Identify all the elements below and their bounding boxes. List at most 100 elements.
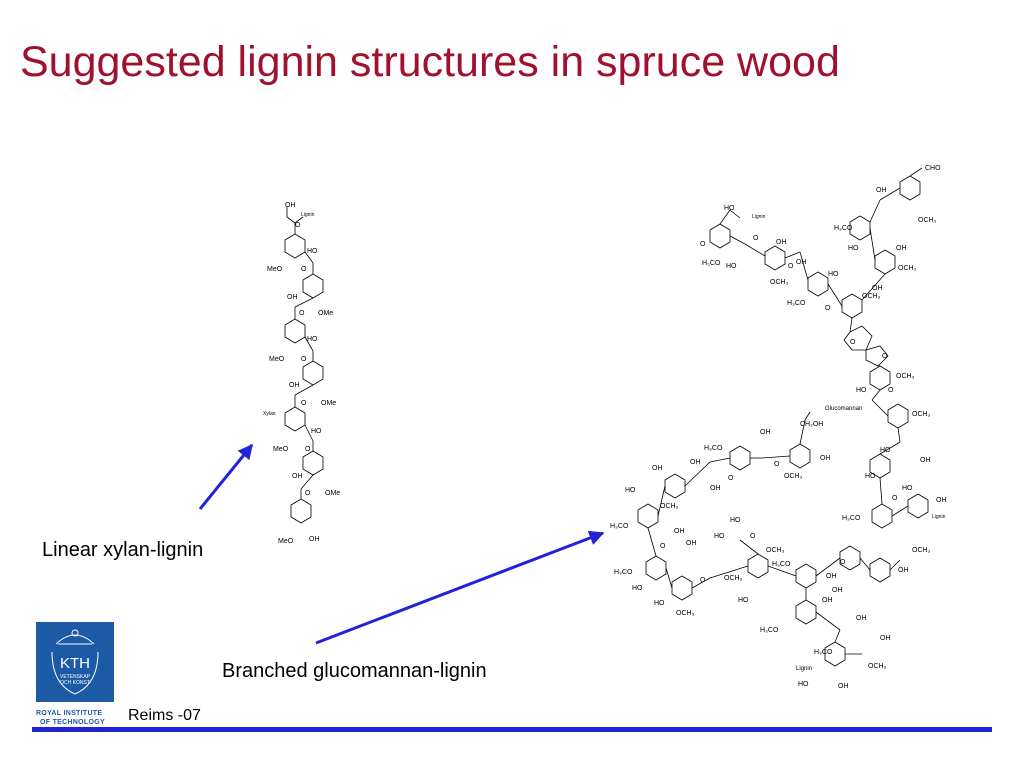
svg-text:HO: HO (311, 428, 322, 435)
svg-text:HO: HO (848, 245, 859, 252)
svg-text:HO: HO (798, 681, 809, 688)
svg-text:Glucomannan: Glucomannan (825, 406, 862, 412)
svg-text:OH: OH (674, 528, 685, 535)
svg-text:OH: OH (898, 567, 909, 574)
svg-text:OH: OH (309, 536, 320, 543)
svg-text:O: O (301, 400, 307, 407)
svg-text:O: O (301, 356, 307, 363)
svg-text:HO: HO (730, 517, 741, 524)
svg-text:OH: OH (822, 597, 833, 604)
svg-text:H₃CO: H₃CO (814, 649, 833, 656)
svg-text:OCH₃: OCH₃ (766, 547, 785, 554)
svg-text:OH: OH (776, 239, 787, 246)
svg-text:O: O (888, 387, 894, 394)
svg-text:Lignin: Lignin (301, 212, 315, 218)
svg-text:H₃CO: H₃CO (787, 300, 806, 307)
arrow-to-linear-structure (198, 443, 254, 510)
svg-text:OH: OH (760, 429, 771, 436)
svg-text:OH: OH (285, 202, 296, 209)
svg-text:OH: OH (920, 457, 931, 464)
svg-text:HO: HO (625, 487, 636, 494)
svg-text:OCH₃: OCH₃ (660, 503, 679, 510)
svg-text:H₃CO: H₃CO (610, 523, 629, 530)
svg-text:OCH₃: OCH₃ (896, 373, 915, 380)
svg-text:O: O (700, 241, 706, 248)
logo-caption-line1: ROYAL INSTITUTE (36, 710, 103, 717)
svg-text:OH: OH (820, 455, 831, 462)
svg-text:HO: HO (856, 387, 867, 394)
svg-text:O: O (840, 559, 846, 566)
svg-text:OCH₃: OCH₃ (912, 411, 931, 418)
svg-text:OMe: OMe (325, 490, 340, 497)
svg-text:O: O (301, 266, 307, 273)
svg-text:HO: HO (902, 485, 913, 492)
svg-text:MeO: MeO (273, 446, 289, 453)
svg-text:OH: OH (876, 187, 887, 194)
svg-text:OCH₃: OCH₃ (724, 575, 743, 582)
logo-initials: KTH (60, 655, 90, 672)
svg-text:MeO: MeO (278, 538, 294, 545)
svg-text:OH: OH (796, 259, 807, 266)
arrow-to-branched-structure (315, 530, 605, 645)
svg-text:MeO: MeO (267, 266, 283, 273)
svg-text:H₃CO: H₃CO (702, 260, 721, 267)
svg-text:HO: HO (307, 248, 318, 255)
svg-text:H₃CO: H₃CO (760, 627, 779, 634)
svg-text:O: O (660, 543, 666, 550)
svg-text:OH: OH (652, 465, 663, 472)
svg-text:MeO: MeO (269, 356, 285, 363)
svg-text:O: O (825, 305, 831, 312)
svg-text:H₃CO: H₃CO (614, 569, 633, 576)
svg-text:OCH₃: OCH₃ (676, 610, 695, 617)
svg-text:O: O (750, 533, 756, 540)
svg-text:Lignin: Lignin (752, 214, 766, 220)
svg-text:OH: OH (287, 294, 298, 301)
svg-text:O: O (700, 577, 706, 584)
svg-text:OH: OH (880, 635, 891, 642)
footer-divider (32, 727, 992, 732)
svg-text:Lignin: Lignin (932, 514, 946, 520)
svg-text:Lignin: Lignin (796, 666, 812, 672)
svg-text:O: O (728, 475, 734, 482)
footer-text: Reims -07 (128, 707, 201, 724)
svg-text:OH: OH (826, 573, 837, 580)
svg-text:OCH₃: OCH₃ (898, 265, 917, 272)
svg-text:HO: HO (880, 447, 891, 454)
svg-text:OH: OH (872, 285, 883, 292)
svg-text:H₃CO: H₃CO (834, 225, 853, 232)
svg-text:OH: OH (832, 587, 843, 594)
svg-text:OMe: OMe (321, 400, 336, 407)
logo-line1: VETENSKAP (60, 674, 91, 680)
svg-text:OH: OH (289, 382, 300, 389)
svg-text:OH: OH (292, 473, 303, 480)
branched-glucomannan-lignin-label: Branched glucomannan-lignin (222, 660, 487, 682)
svg-text:O: O (892, 495, 898, 502)
svg-text:HO: HO (865, 473, 876, 480)
svg-text:O: O (774, 461, 780, 468)
kth-logo: KTH VETENSKAP OCH KONST (36, 622, 114, 702)
svg-text:HO: HO (632, 585, 643, 592)
svg-text:OCH₃: OCH₃ (912, 547, 931, 554)
logo-caption-line2: OF TECHNOLOGY (40, 719, 105, 726)
svg-text:H₃CO: H₃CO (772, 561, 791, 568)
svg-text:OH: OH (838, 683, 849, 690)
svg-text:H₃CO: H₃CO (842, 515, 861, 522)
svg-text:OCH₃: OCH₃ (918, 217, 937, 224)
svg-text:CH₂OH: CH₂OH (800, 421, 823, 428)
svg-text:HO: HO (307, 336, 318, 343)
svg-text:HO: HO (738, 597, 749, 604)
logo-line2: OCH KONST (60, 680, 90, 686)
svg-text:OH: OH (690, 459, 701, 466)
svg-text:HO: HO (714, 533, 725, 540)
svg-text:OMe: OMe (318, 310, 333, 317)
svg-text:O: O (753, 235, 759, 242)
svg-text:HO: HO (654, 600, 665, 607)
svg-text:OCH₃: OCH₃ (862, 293, 881, 300)
svg-text:Xylan: Xylan (263, 411, 276, 417)
svg-text:OH: OH (856, 615, 867, 622)
svg-text:OCH₃: OCH₃ (868, 663, 887, 670)
svg-text:O: O (305, 490, 311, 497)
svg-text:HO: HO (724, 205, 735, 212)
